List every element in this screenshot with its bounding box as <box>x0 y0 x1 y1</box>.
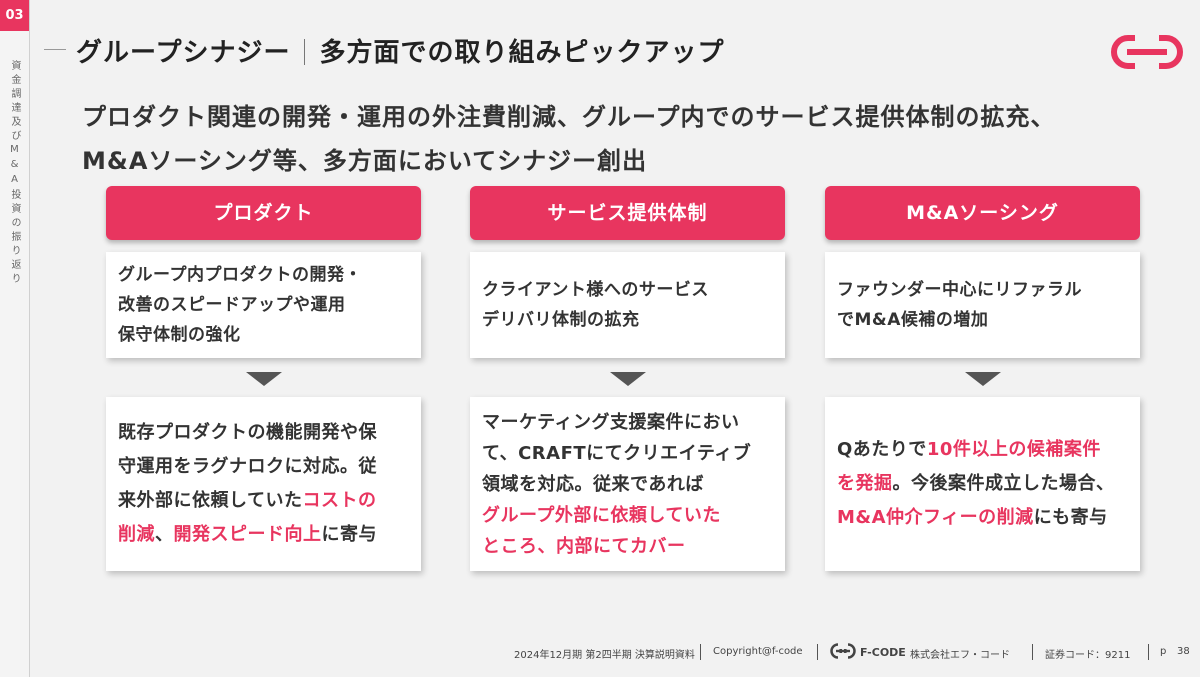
lead-line-1: プロダクト関連の開発・運用の外注費削減、グループ内でのサービス提供体制の拡充、 <box>82 103 1056 131</box>
detail-line: を発掘。今後案件成立した場合、 <box>837 473 1115 494</box>
f-code-logo-icon <box>1111 35 1183 69</box>
summary-line: グループ内プロダクトの開発・ <box>118 265 362 285</box>
footer-stock-code: 証券コード：9211 <box>1045 650 1131 661</box>
ma-detail-card: Qあたりで10件以上の候補案件 を発掘。今後案件成立した場合、 M&A仲介フィー… <box>825 397 1140 571</box>
down-arrow-icon <box>610 372 646 386</box>
summary-line: 保守体制の強化 <box>118 325 241 345</box>
summary-line: 改善のスピードアップや運用 <box>118 295 346 315</box>
footer-separator <box>1148 644 1149 660</box>
down-arrow-icon <box>246 372 282 386</box>
summary-line: デリバリ体制の拡充 <box>482 310 640 330</box>
sidebar: 03 資金調達及びM&A投資の振り返り <box>0 0 30 677</box>
detail-line: 既存プロダクトの機能開発や保 <box>118 422 377 443</box>
lead-line-2: M&Aソーシング等、多方面においてシナジー創出 <box>82 147 648 175</box>
product-detail-card: 既存プロダクトの機能開発や保 守運用をラグナロクに対応。従 来外部に依頼していた… <box>106 397 421 571</box>
footer-separator <box>817 644 818 660</box>
section-vertical-label: 資金調達及びM&A投資の振り返り <box>9 60 20 287</box>
title-separator <box>304 39 306 65</box>
detail-line: 守運用をラグナロクに対応。従 <box>118 456 377 477</box>
service-detail-card: マーケティング支援案件におい て、CRAFTにてクリエイティブ 領域を対応。従来… <box>470 397 785 571</box>
summary-line: クライアント様へのサービス <box>482 280 709 300</box>
highlight-text: M&A仲介フィーの削減 <box>837 507 1034 528</box>
service-summary-card: クライアント様へのサービス デリバリ体制の拡充 <box>470 252 785 358</box>
footer-page-number: 38 <box>1177 646 1190 657</box>
page-title: グループシナジー多方面での取り組みピックアップ <box>76 32 724 69</box>
detail-line: 領域を対応。従来であれば <box>482 473 704 495</box>
title-right: 多方面での取り組みピックアップ <box>319 38 725 68</box>
detail-line: 来外部に依頼していたコストの <box>118 490 377 511</box>
highlight-text: 削減 <box>118 524 155 545</box>
footer-company: 株式会社エフ・コード <box>910 650 1010 661</box>
lead-text: プロダクト関連の開発・運用の外注費削減、グループ内でのサービス提供体制の拡充、 … <box>82 95 1056 183</box>
detail-line: Qあたりで10件以上の候補案件 <box>837 439 1101 460</box>
section-number: 03 <box>0 0 29 31</box>
column-heading-ma-sourcing: M&Aソーシング <box>825 186 1140 240</box>
highlight-text: 10件以上の候補案件 <box>926 439 1101 460</box>
footer-page-label: p <box>1160 646 1167 657</box>
detail-line: M&A仲介フィーの削減にも寄与 <box>837 507 1108 528</box>
detail-line: 削減、開発スピード向上に寄与 <box>118 524 377 545</box>
detail-line: て、CRAFTにてクリエイティブ <box>482 442 752 464</box>
detail-line: マーケティング支援案件におい <box>482 411 740 433</box>
footer-copyright: Copyright@f-code <box>713 646 803 657</box>
highlight-text: コストの <box>302 490 377 511</box>
footer-separator <box>700 644 701 660</box>
header-rule <box>44 49 66 50</box>
column-heading-service: サービス提供体制 <box>470 186 785 240</box>
footer-period: 2024年12月期 第2四半期 決算説明資料 <box>514 650 695 661</box>
summary-line: でM&A候補の増加 <box>837 310 989 330</box>
footer-separator <box>1032 644 1033 660</box>
highlight-text: 開発スピード向上 <box>173 524 322 545</box>
summary-line: ファウンダー中心にリファラル <box>837 280 1082 300</box>
down-arrow-icon <box>965 372 1001 386</box>
highlight-text: を発掘 <box>837 473 893 494</box>
highlight-text: ところ、内部にてカバー <box>482 535 686 557</box>
product-summary-card: グループ内プロダクトの開発・ 改善のスピードアップや運用 保守体制の強化 <box>106 252 421 358</box>
highlight-text: グループ外部に依頼していた <box>482 504 721 526</box>
f-code-small-logo-icon <box>830 643 856 659</box>
title-left: グループシナジー <box>76 38 291 68</box>
footer-brand: F-CODE <box>860 646 906 659</box>
column-heading-product: プロダクト <box>106 186 421 240</box>
ma-summary-card: ファウンダー中心にリファラル でM&A候補の増加 <box>825 252 1140 358</box>
